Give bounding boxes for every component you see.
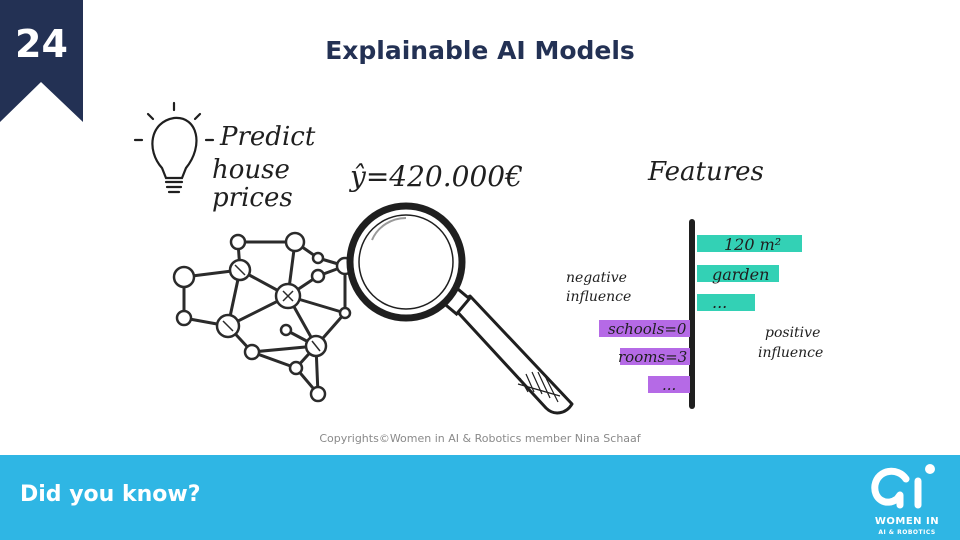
prediction-value: ŷ=420.000€ (348, 160, 523, 193)
feature-schools-label: schools=0 (608, 320, 687, 338)
negative-label-line-2: influence (566, 289, 631, 305)
note-line-1: Predict (219, 122, 316, 152)
feature-garden-label: garden (712, 265, 769, 284)
features-heading: Features (647, 157, 764, 187)
feature-rooms-label: rooms=3 (618, 348, 687, 366)
lightbulb-icon (135, 103, 213, 192)
note-line-3: prices (212, 183, 293, 213)
feature-more-positive-label: ... (712, 293, 727, 312)
feature-area-label: 120 m² (724, 235, 781, 254)
magnifying-glass-icon (350, 206, 572, 413)
note-line-2: house (212, 155, 290, 185)
logo-text-line-2: AI & ROBOTICS (866, 529, 948, 536)
positive-label-line-2: influence (758, 345, 823, 361)
did-you-know-text: Did you know? (20, 482, 200, 507)
neural-network-icon (174, 233, 353, 401)
footer-band: Did you know? WOMEN IN AI & ROBOTICS (0, 455, 960, 540)
positive-label-line-1: positive (765, 325, 820, 341)
women-in-ai-logo: WOMEN IN AI & ROBOTICS (866, 459, 948, 539)
logo-text-line-1: WOMEN IN (866, 516, 948, 527)
ai-logo-mark-icon (866, 459, 948, 515)
illustration: Predict house prices (0, 0, 960, 455)
copyright-notice: Copyrights©Women in AI & Robotics member… (0, 432, 960, 445)
feature-more-negative-label: ... (662, 376, 676, 394)
negative-label-line-1: negative (566, 270, 627, 286)
